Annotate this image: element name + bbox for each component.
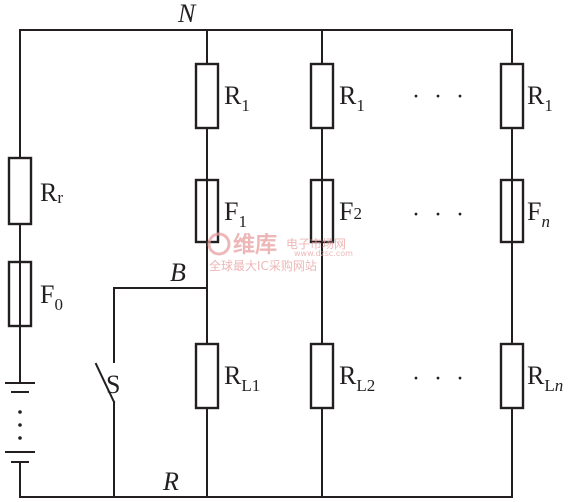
branch2-fuse-label: F2 (339, 197, 362, 226)
battery-dot-3 (18, 436, 22, 440)
node-b-label: B (170, 258, 186, 287)
wires (19, 29, 513, 498)
switch-s (94, 362, 116, 404)
watermark-slogan: 全球最大IC采购网站 (209, 258, 317, 273)
battery-dot-1 (18, 410, 22, 414)
branch1-resistor-r1 (194, 62, 220, 130)
battery-icon (5, 382, 35, 463)
branch2-load-resistor (309, 342, 335, 410)
branch2-resistor-r1 (309, 62, 335, 130)
branch1-fuse-label: F1 (224, 197, 247, 231)
branchn-fuse-label: Fn (527, 197, 550, 231)
branch2-load-label: RL2 (339, 361, 375, 395)
branch2-r1-label: R1 (339, 81, 365, 115)
resistor-rr (7, 156, 33, 226)
switch-blade (94, 362, 116, 404)
ellipsis-row-fuse: · · · (412, 202, 468, 228)
battery-dot-2 (18, 423, 22, 427)
watermark-url: www.dzsc.com (294, 249, 353, 258)
watermark-site: 电子市场网 (286, 236, 346, 251)
node-r-label: R (162, 467, 179, 496)
watermark: 维库 电子市场网 www.dzsc.com 全球最大IC采购网站 (207, 232, 353, 273)
ellipsis-row-r1: · · · (412, 84, 468, 110)
branch1-r1-label: R1 (224, 81, 250, 115)
fuse-f0-label: F0 (40, 280, 63, 314)
branchn-load-label: RLn (527, 361, 563, 395)
switch-label: S (106, 370, 120, 399)
branchn-load-resistor (499, 342, 525, 410)
branch1-load-resistor (194, 342, 220, 410)
branchn-resistor-r1 (499, 62, 525, 130)
ellipsis-row-load: · · · (412, 366, 468, 392)
branchn-r1-label: R1 (527, 81, 553, 115)
node-n-label: N (177, 0, 197, 28)
resistor-rr-label: Rr (40, 178, 63, 207)
branch1-load-label: RL1 (224, 361, 260, 395)
watermark-logo-icon (207, 232, 231, 256)
watermark-brand: 维库 (233, 232, 277, 258)
